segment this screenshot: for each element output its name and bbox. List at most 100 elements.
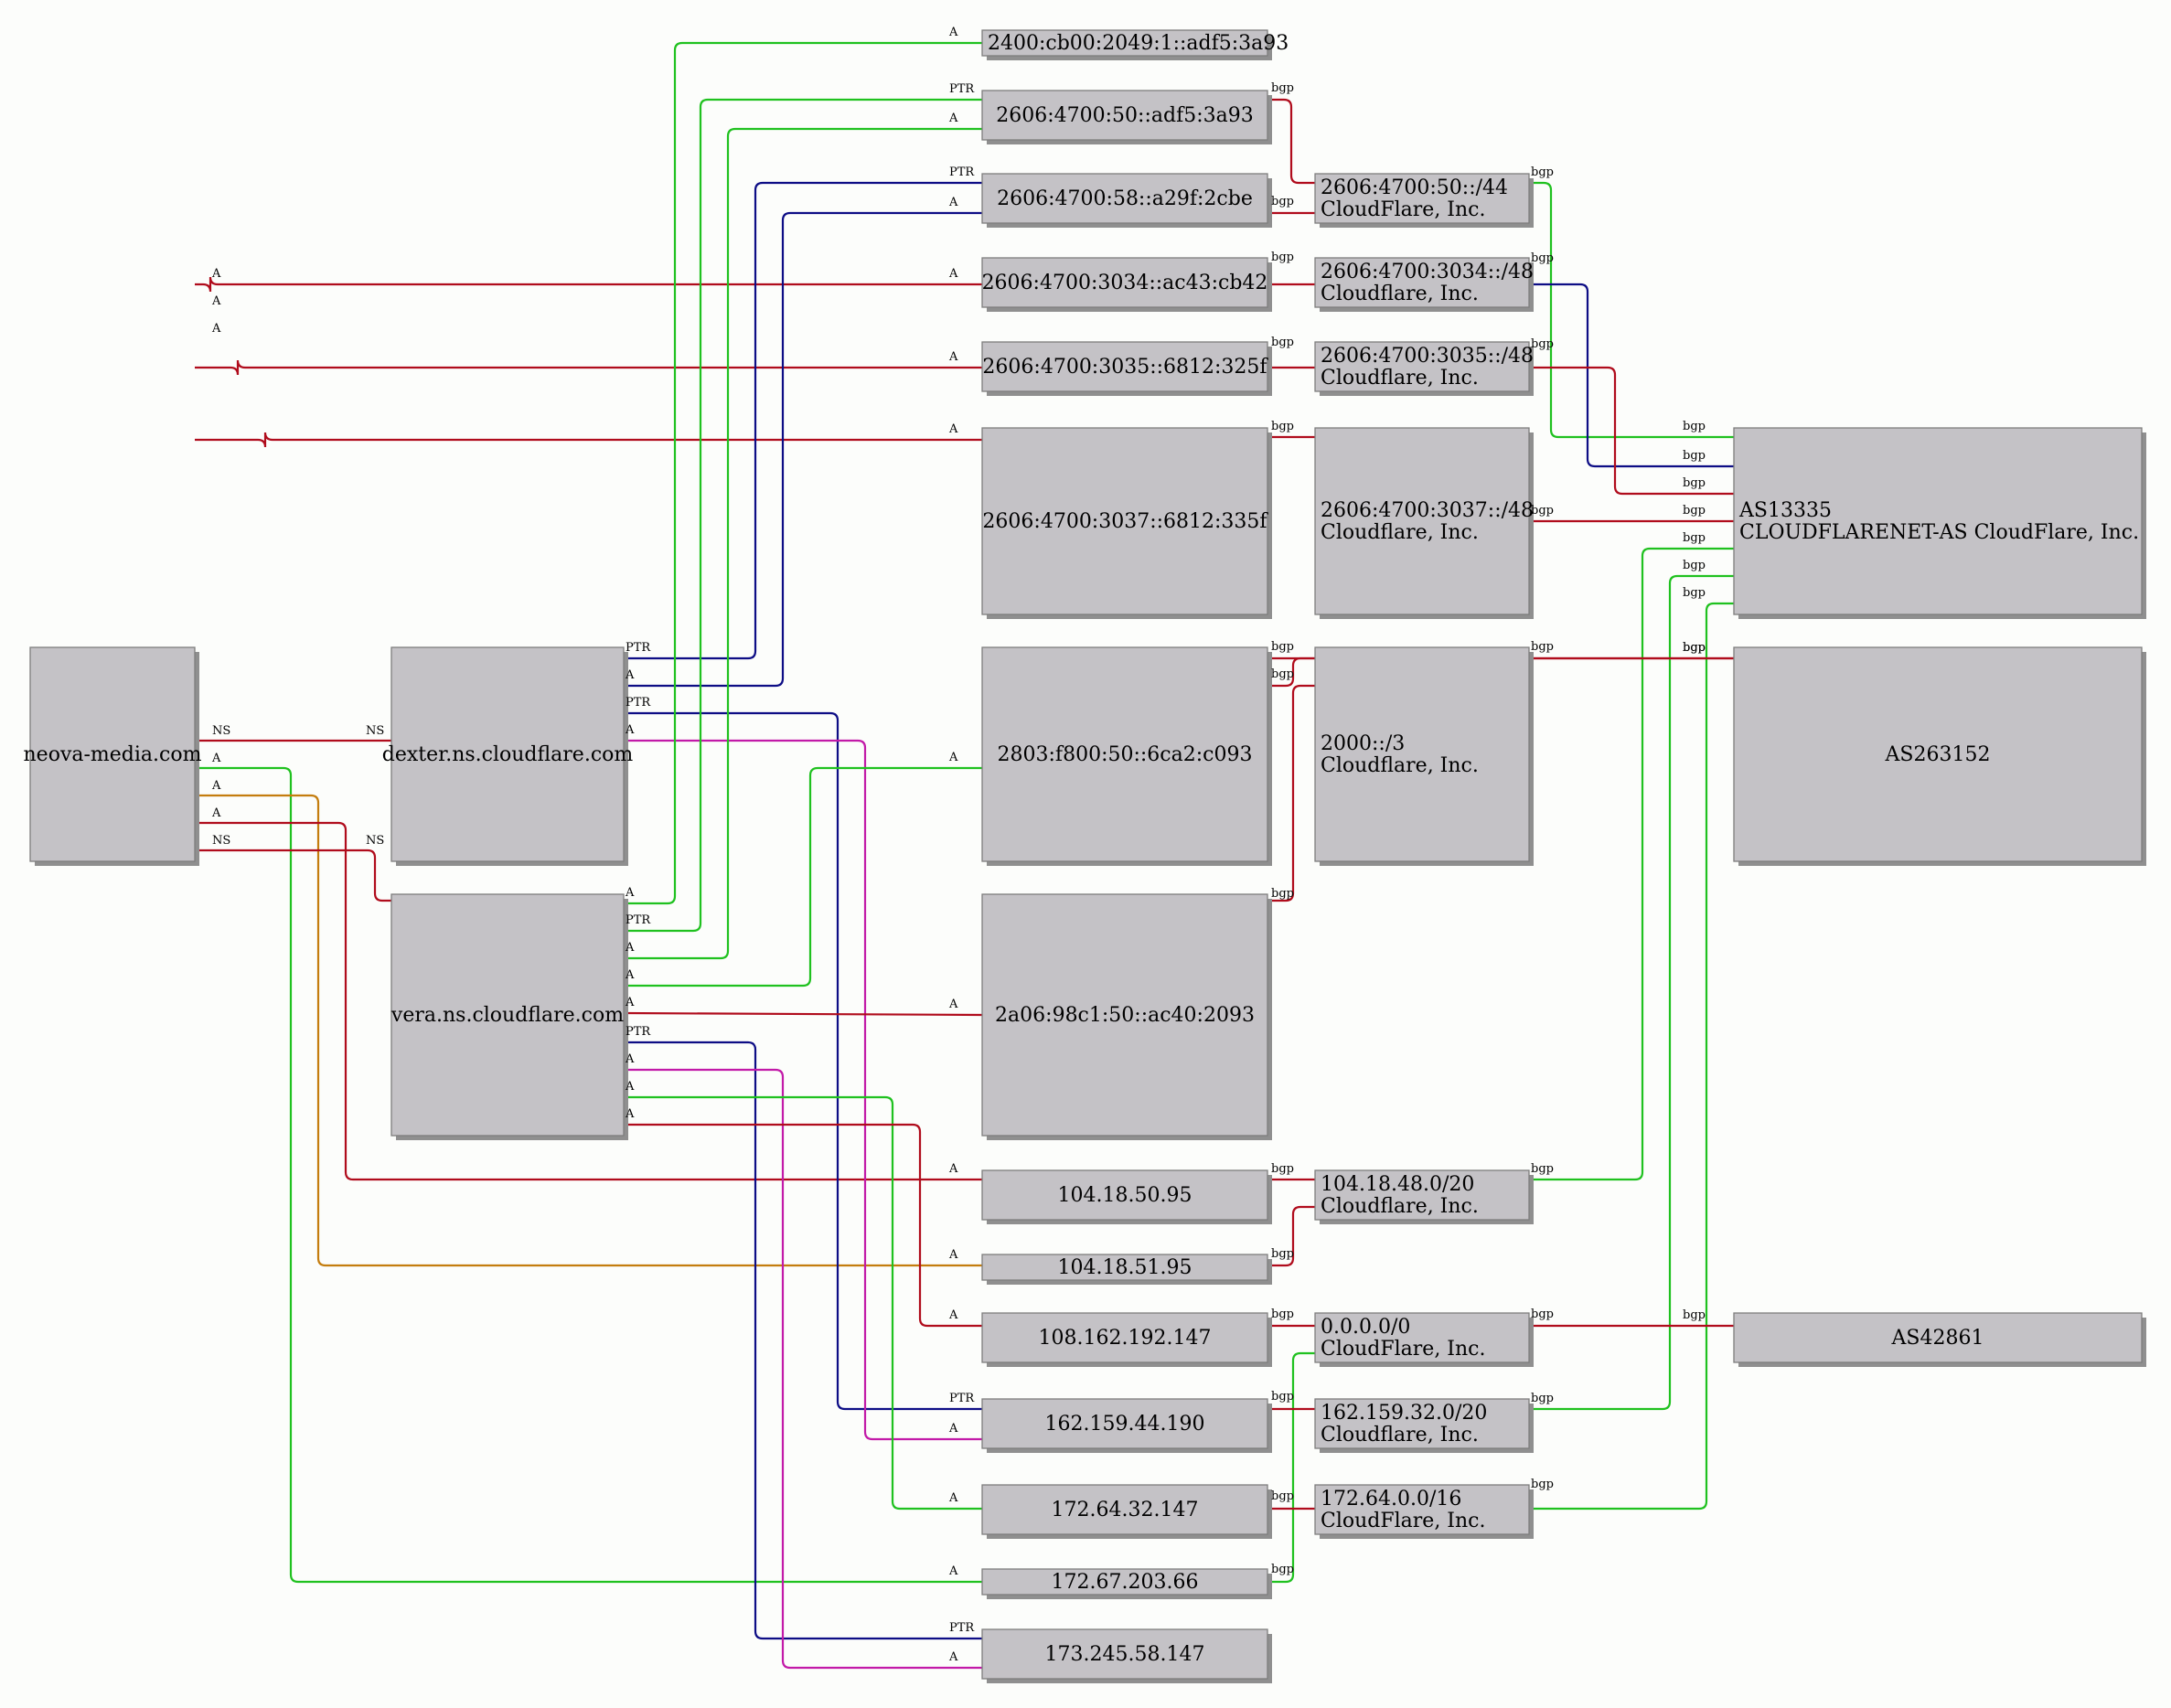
node-label: 2606:4700:3035::6812:325f (982, 356, 1268, 379)
edge-label: bgp (1531, 1308, 1554, 1321)
edge-dexter-ip58 (624, 211, 982, 688)
node-ip3035[interactable]: 2606:4700:3035::6812:325f (981, 341, 1272, 396)
node-label: 2606:4700:3037::6812:335f (982, 510, 1268, 533)
node-box (981, 341, 1268, 392)
node-label: 172.67.203.66 (1052, 1571, 1199, 1594)
node-as42861[interactable]: AS42861 (1733, 1312, 2146, 1367)
edge-vera-ip173 (624, 1068, 982, 1670)
edge-label: bgp (1683, 531, 1706, 545)
node-label: dexter.ns.cloudflare.com (382, 743, 634, 766)
node-label: Cloudflare, Inc. (1321, 754, 1479, 777)
edge-label: A (211, 267, 221, 281)
node-ip108[interactable]: 108.162.192.147 (981, 1312, 1272, 1367)
node-ip172_32[interactable]: 172.64.32.147 (981, 1484, 1272, 1539)
edge-label: A (625, 723, 635, 737)
node-box (1314, 1312, 1530, 1363)
edge-label: A (211, 322, 221, 336)
node-ip173[interactable]: 173.245.58.147 (981, 1628, 1272, 1683)
edge-vera-ip173 (624, 1041, 982, 1640)
node-ip2400[interactable]: 2400:cb00:2049:1::adf5:3a93 (981, 29, 1289, 60)
edge-label: A (625, 1107, 635, 1121)
node-label: 2606:4700:3035::/48 (1321, 345, 1534, 368)
node-ip104_50[interactable]: 104.18.50.95 (981, 1169, 1272, 1224)
edge-label: bgp (1531, 165, 1554, 179)
node-ip50[interactable]: 2606:4700:50::adf5:3a93 (981, 90, 1272, 144)
edge-label: A (625, 968, 635, 982)
node-box (981, 893, 1268, 1137)
node-box (981, 29, 1268, 57)
node-box (1314, 646, 1530, 862)
edge-label: bgp (1683, 1308, 1706, 1322)
node-label: 172.64.32.147 (1052, 1499, 1199, 1521)
node-label: CLOUDFLARENET-AS CloudFlare, Inc. (1739, 521, 2139, 544)
node-box (1314, 1169, 1530, 1221)
node-ip3037[interactable]: 2606:4700:3037::6812:335f (981, 427, 1272, 619)
node-box (1314, 427, 1530, 615)
edge-label: A (625, 668, 635, 682)
node-dexter[interactable]: dexter.ns.cloudflare.com (382, 646, 634, 866)
edge-label: bgp (1271, 420, 1294, 433)
node-ip162[interactable]: 162.159.44.190 (981, 1398, 1272, 1453)
node-box (981, 646, 1268, 862)
edge-label: bgp (1683, 641, 1706, 655)
node-label: Cloudflare, Inc. (1321, 521, 1479, 544)
node-ip2a06[interactable]: 2a06:98c1:50::ac40:2093 (981, 893, 1272, 1140)
node-neova[interactable]: neova-media.com (24, 646, 202, 866)
node-as263152[interactable]: AS263152 (1733, 646, 2146, 866)
node-vera[interactable]: vera.ns.cloudflare.com (390, 893, 628, 1140)
edge-label: NS (366, 834, 384, 848)
edge-p50-as13335 (1529, 181, 1734, 439)
edge-vera-ip2a06 (623, 1011, 983, 1017)
edge-label: A (948, 112, 958, 125)
edge-label: bgp (1683, 559, 1706, 572)
node-label: AS263152 (1885, 743, 1991, 766)
edge-ip172_203-p0 (1267, 1351, 1315, 1584)
node-ip58[interactable]: 2606:4700:58::a29f:2cbe (981, 173, 1272, 228)
edge-label: PTR (949, 165, 975, 179)
edge-label: bgp (1531, 337, 1554, 351)
edge-label: PTR (949, 1621, 975, 1635)
node-label: 162.159.32.0/20 (1321, 1402, 1487, 1425)
node-label: 2606:4700:58::a29f:2cbe (997, 187, 1253, 210)
edge-label: bgp (1531, 1392, 1554, 1405)
node-box (981, 1568, 1268, 1596)
node-label: 2606:4700:50::adf5:3a93 (996, 104, 1253, 127)
node-label: CloudFlare, Inc. (1321, 1338, 1485, 1361)
node-ip172_203[interactable]: 172.67.203.66 (981, 1568, 1272, 1599)
edge-label: A (211, 779, 221, 793)
node-label: 2606:4700:50::/44 (1321, 176, 1508, 199)
node-label: Cloudflare, Inc. (1321, 1195, 1479, 1218)
edge-label: A (948, 1564, 958, 1578)
node-label: 172.64.0.0/16 (1321, 1488, 1461, 1511)
node-box (981, 1169, 1268, 1221)
edge-label: A (948, 1248, 958, 1262)
edge-label: bgp (1271, 1390, 1294, 1404)
edge-p162-as13335 (1529, 574, 1734, 1411)
node-box (390, 893, 625, 1137)
edge-label: bgp (1683, 641, 1706, 655)
node-box (1733, 427, 2143, 615)
edge-ip104_51-p104 (1267, 1205, 1315, 1267)
edge-label: A (211, 752, 221, 765)
edge-label: bgp (1271, 81, 1294, 95)
node-ip2803[interactable]: 2803:f800:50::6ca2:c093 (981, 646, 1272, 866)
edge-label: PTR (626, 913, 651, 927)
node-box (981, 1312, 1268, 1363)
node-ip104_51[interactable]: 104.18.51.95 (981, 1254, 1272, 1285)
node-ip3034[interactable]: 2606:4700:3034::ac43:cb42 (981, 257, 1272, 312)
node-label: 2000::/3 (1321, 732, 1405, 755)
edge-label: bgp (1271, 667, 1294, 681)
edge-label: A (948, 1650, 958, 1664)
edge-neova-ip104_51 (195, 794, 982, 1267)
node-box (981, 257, 1268, 308)
